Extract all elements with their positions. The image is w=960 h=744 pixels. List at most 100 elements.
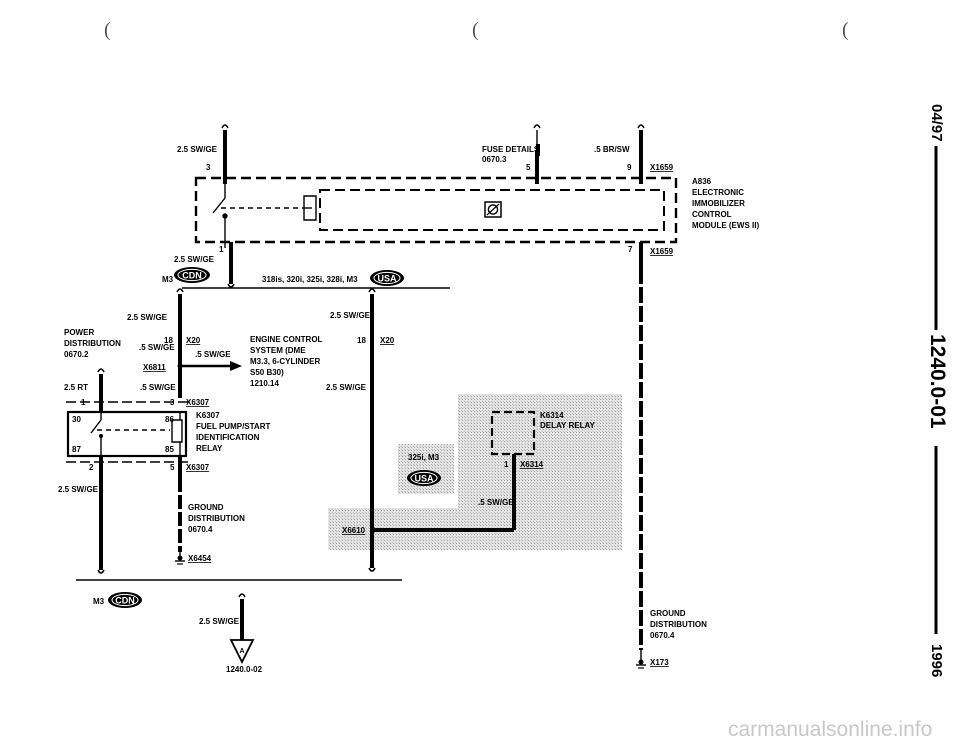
immobilizer-module [194, 176, 678, 244]
pin-number: 5 [526, 163, 531, 172]
cdn-badge-top [174, 267, 210, 283]
power-line: POWER [64, 328, 94, 337]
m3-label-top: M3 [162, 275, 174, 284]
immobilizer-line: IMMOBILIZER [692, 199, 745, 208]
usa-badge-top-label: USA [377, 274, 397, 284]
fuse-details-line: FUSE DETAILS [482, 145, 540, 154]
engine-line: ENGINE CONTROL [250, 335, 323, 344]
shaded-region-325i [398, 444, 454, 494]
engine-line: S50 B30) [250, 368, 284, 377]
wire-module-pin1-end [227, 283, 235, 288]
usa-badge-mid [407, 470, 441, 486]
delay-relay-label: K6314 DELAY RELAY [540, 411, 596, 430]
engine-line: M3.3, 6-CYLINDER [250, 357, 320, 366]
wire-x20-right [368, 288, 376, 572]
relay-line: IDENTIFICATION [196, 433, 260, 442]
cdn-badge-bottom-label: CDN [115, 596, 135, 606]
wire-label: 2.5 RT [64, 383, 88, 392]
reference-page-label: 1240.0-02 [226, 665, 263, 674]
pin-number: 3 [170, 398, 175, 407]
immobilizer-line: CONTROL [692, 210, 732, 219]
pin-number: 87 [72, 445, 81, 454]
reference-arrow-label: A [239, 648, 244, 655]
relay-line: RELAY [196, 444, 223, 453]
usa-badge-top [370, 270, 404, 286]
wire-x20-left [176, 288, 184, 398]
ground-x173-icon [636, 650, 646, 669]
module-symbol-icon [484, 201, 502, 218]
models-line-label: 318is, 320i, 325i, 328i, M3 [262, 275, 358, 284]
header-mark: ( [104, 19, 111, 41]
pin-number: 2 [89, 463, 94, 472]
x6811-arrow [177, 361, 242, 371]
ground-distribution-right: GROUND DISTRIBUTION 0670.4 [650, 609, 707, 640]
side-page-number: 1240.0-01 [926, 334, 949, 429]
x6610-connector-icon [371, 527, 377, 533]
pin-number: 85 [165, 445, 174, 454]
pin-number: 30 [72, 415, 81, 424]
ground-left-line: GROUND [188, 503, 224, 512]
pin-number: 3 [206, 163, 211, 172]
immobilizer-line: A836 [692, 177, 712, 186]
ground-left-line: DISTRIBUTION [188, 514, 245, 523]
wire-label: 2.5 SW/GE [177, 145, 218, 154]
header-mark: ( [472, 19, 479, 41]
connector-label: X6811 [143, 363, 166, 372]
power-distribution-label: POWER DISTRIBUTION 0670.2 [64, 328, 121, 359]
fuse-marker [536, 144, 540, 156]
header-mark: ( [842, 19, 849, 41]
cdn-badge-top-label: CDN [182, 271, 202, 281]
fuse-details-line: 0670.3 [482, 155, 507, 164]
ground-right-line: GROUND [650, 609, 686, 618]
pin-number: 18 [164, 336, 173, 345]
immobilizer-line: MODULE (EWS II) [692, 221, 759, 230]
side-date: 04/97 [928, 104, 945, 142]
connector-label: X6454 [188, 554, 212, 563]
pin-number: 9 [627, 163, 632, 172]
wire-label: 2.5 SW/GE [330, 311, 371, 320]
ground-x6454-icon [175, 552, 185, 565]
fuse-details-label: FUSE DETAILS 0670.3 [482, 145, 540, 164]
pin-number: 1 [219, 245, 224, 254]
fuel-pump-relay [66, 401, 190, 463]
connector-label: X20 [186, 336, 201, 345]
wire-label: 2.5 SW/GE [326, 383, 367, 392]
immobilizer-line: ELECTRONIC [692, 188, 744, 197]
connector-label: X173 [650, 658, 669, 667]
wire-label: 2.5 SW/GE [58, 485, 99, 494]
delay-line: DELAY RELAY [540, 421, 596, 430]
connector-label: X6307 [186, 463, 210, 472]
power-line: 0670.2 [64, 350, 89, 359]
wire-label: 2.5 SW/GE [199, 617, 240, 626]
wire-pin3 [221, 124, 229, 184]
wire-label: 2.5 SW/GE [174, 255, 215, 264]
fuel-pump-relay-label: K6307 FUEL PUMP/START IDENTIFICATION REL… [196, 411, 270, 453]
pin-number: 1 [81, 398, 86, 407]
ground-right-line: DISTRIBUTION [650, 620, 707, 629]
side-year: 1996 [928, 644, 945, 677]
connector-label: X1659 [650, 163, 674, 172]
side-header: 04/97 1240.0-01 1996 [926, 104, 949, 677]
connector-label: X1659 [650, 247, 674, 256]
engine-line: 1210.14 [250, 379, 279, 388]
wire-label: .5 BR/SW [594, 145, 630, 154]
wire-bottom-ref [238, 593, 246, 640]
relay-line: K6307 [196, 411, 220, 420]
power-line: DISTRIBUTION [64, 339, 121, 348]
ground-left-line: 0670.4 [188, 525, 213, 534]
wire-power-rt [97, 368, 105, 412]
immobilizer-label: A836 ELECTRONIC IMMOBILIZER CONTROL MODU… [692, 177, 759, 230]
wire-label: .5 SW/GE [478, 498, 514, 507]
connector-label: X20 [380, 336, 395, 345]
wire-relay-87-end [97, 569, 105, 574]
pin-number: 7 [628, 245, 633, 254]
wire-pin9 [637, 124, 645, 184]
m3-label-bottom: M3 [93, 597, 105, 606]
pin-number: 5 [170, 463, 175, 472]
connector-label: X6314 [520, 460, 544, 469]
watermark: carmanualsonline.info [728, 718, 932, 741]
wire-label: .5 SW/GE [140, 383, 176, 392]
model-325i-label: 325i, M3 [408, 453, 440, 462]
ground-right-line: 0670.4 [650, 631, 675, 640]
connector-label: X6307 [186, 398, 210, 407]
